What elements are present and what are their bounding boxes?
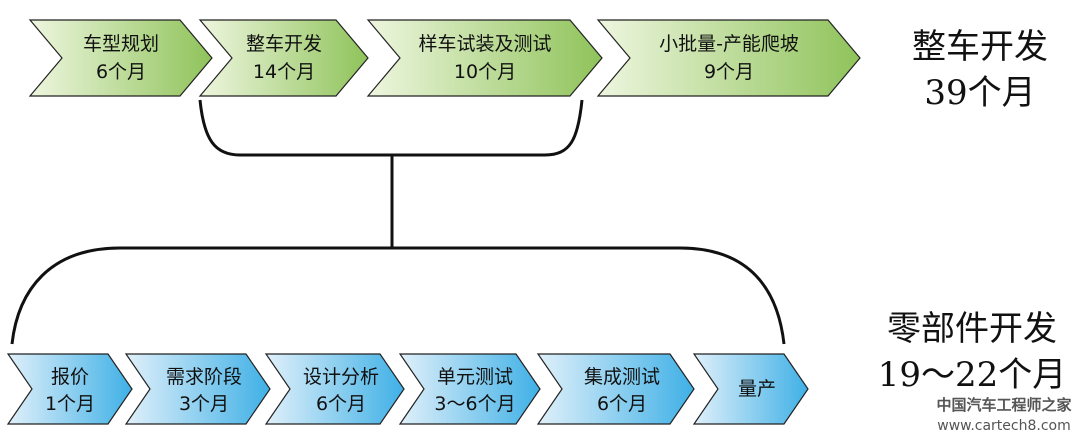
vehicle-stage-1: 车型规划 6个月 <box>28 19 213 97</box>
parts-stage-5: 集成测试 6个月 <box>536 353 695 425</box>
vehicle-stage-2: 整车开发 14个月 <box>198 19 369 97</box>
vehicle-stage-3-duration: 10个月 <box>454 61 516 83</box>
parts-stage-4-duration: 3～6个月 <box>434 393 515 415</box>
watermark-line2: www.cartech8.com <box>937 418 1070 434</box>
parts-stage-6: 量产 <box>692 353 809 425</box>
parts-stage-1: 报价 1个月 <box>6 353 133 425</box>
parts-stage-2: 需求阶段 3个月 <box>124 353 271 425</box>
parts-stage-chevrons: 报价 1个月 需求阶段 3个月 设计分析 6个月 单元测试 3～6个月 集成测试… <box>6 353 809 425</box>
vehicle-stage-3-name: 样车试装及测试 <box>418 33 551 55</box>
parts-total-duration: 19～22个月 <box>878 355 1067 395</box>
parts-brace <box>10 246 786 345</box>
parts-stage-6-name: 量产 <box>738 378 776 400</box>
vehicle-stage-4-duration: 9个月 <box>704 61 754 83</box>
parts-stage-5-name: 集成测试 <box>584 366 660 388</box>
vehicle-brace <box>198 99 584 157</box>
parts-stage-2-name: 需求阶段 <box>166 366 242 388</box>
parts-stage-1-duration: 1个月 <box>45 393 95 415</box>
vehicle-stage-2-duration: 14个月 <box>253 61 315 83</box>
vehicle-stage-1-duration: 6个月 <box>96 61 146 83</box>
vehicle-stage-1-name: 车型规划 <box>83 33 159 55</box>
parts-stage-1-name: 报价 <box>51 366 89 388</box>
parts-stage-4-name: 单元测试 <box>437 366 513 388</box>
vehicle-stage-4: 小批量-产能爬坡 9个月 <box>596 19 861 97</box>
parts-stage-3: 设计分析 6个月 <box>264 353 405 425</box>
parts-stage-2-duration: 3个月 <box>179 393 229 415</box>
vehicle-stage-2-name: 整车开发 <box>246 33 322 55</box>
vehicle-total-duration: 39个月 <box>924 73 1035 113</box>
vehicle-stage-3: 样车试装及测试 10个月 <box>366 19 603 97</box>
vehicle-total-title: 整车开发 <box>912 27 1048 67</box>
vehicle-stage-4-name: 小批量-产能爬坡 <box>659 33 799 55</box>
parts-stage-5-duration: 6个月 <box>597 393 647 415</box>
parts-total-title: 零部件开发 <box>887 309 1057 349</box>
watermark-line1: 中国汽车工程师之家 <box>936 396 1071 414</box>
parts-stage-3-duration: 6个月 <box>316 393 366 415</box>
parts-stage-3-name: 设计分析 <box>303 366 379 388</box>
vehicle-stage-chevrons: 车型规划 6个月 整车开发 14个月 样车试装及测试 10个月 小批量-产能爬坡… <box>28 19 861 97</box>
parts-stage-4: 单元测试 3～6个月 <box>398 353 541 425</box>
